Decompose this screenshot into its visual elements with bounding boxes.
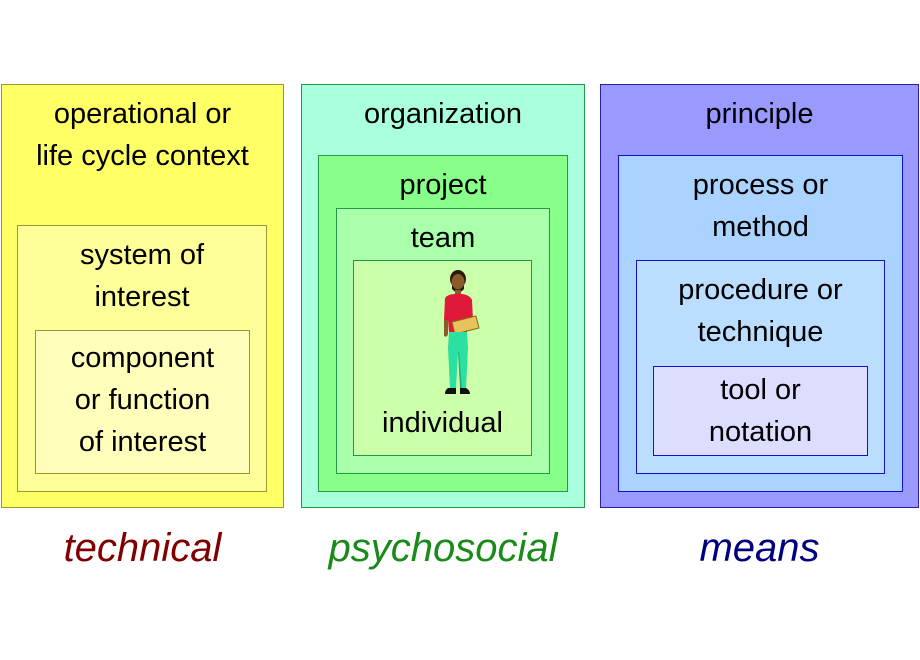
component-of-interest-box: component or function of interest bbox=[35, 330, 250, 474]
team-label: team bbox=[410, 222, 476, 254]
individual-box: individual bbox=[353, 260, 532, 456]
individual-label: individual bbox=[382, 407, 503, 439]
tool-or-notation-label: tool or notation bbox=[708, 374, 813, 448]
system-of-interest-label: system of interest bbox=[79, 239, 205, 313]
organization-label: organization bbox=[364, 98, 522, 130]
operational-context-label: operational or life cycle context bbox=[36, 98, 249, 172]
technical-caption: technical bbox=[63, 526, 222, 570]
means-caption: means bbox=[699, 526, 820, 570]
principle-label: principle bbox=[705, 98, 814, 130]
psychosocial-caption: psychosocial bbox=[328, 526, 558, 570]
project-label: project bbox=[399, 169, 487, 201]
tool-or-notation-box: tool or notation bbox=[653, 366, 868, 456]
process-or-method-label: process or method bbox=[692, 169, 829, 243]
component-of-interest-label: component or function of interest bbox=[70, 342, 215, 458]
procedure-or-technique-label: procedure or technique bbox=[678, 274, 843, 348]
person-icon bbox=[444, 270, 480, 394]
